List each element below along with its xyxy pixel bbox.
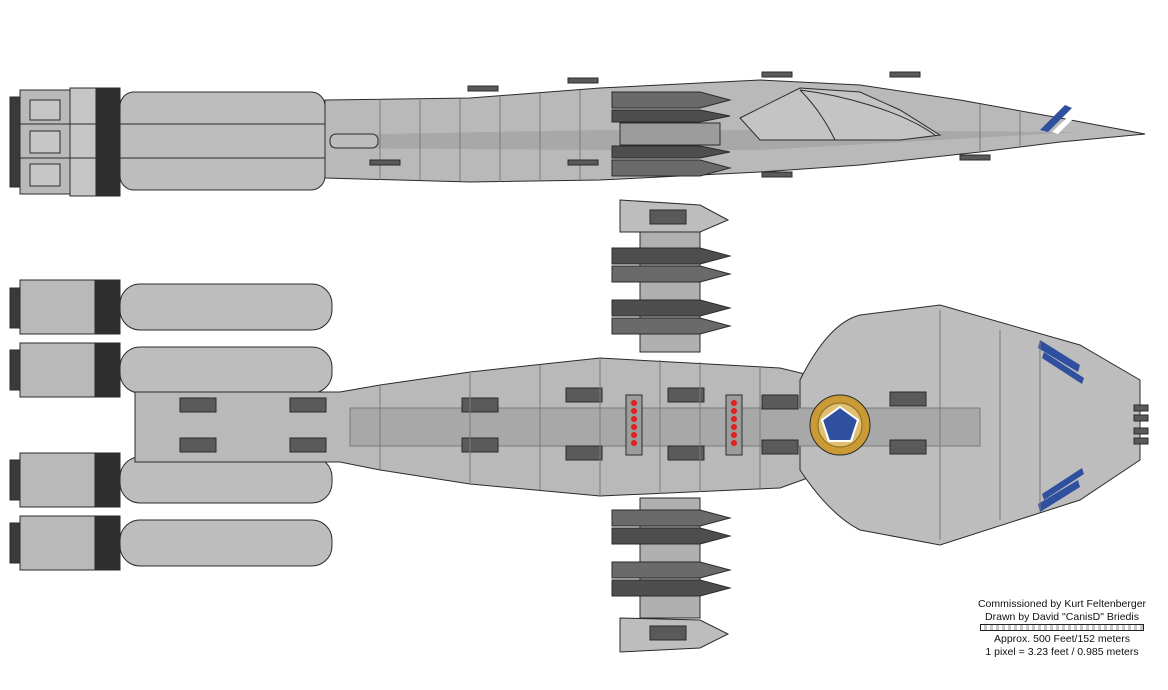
commissioned-credit: Commissioned by Kurt Feltenberger	[977, 598, 1147, 610]
credits-block: Commissioned by Kurt Feltenberger Drawn …	[962, 598, 1162, 658]
red-light-panel-right	[725, 394, 743, 456]
lower-missile-pylon	[611, 497, 732, 653]
top-turrets	[179, 387, 927, 461]
size-label: Approx. 500 Feet/152 meters	[994, 633, 1130, 645]
side-engine-cluster	[9, 87, 326, 197]
top-blue-stripe-upper	[1038, 340, 1080, 372]
side-blue-stripe	[1040, 105, 1072, 132]
upper-missile-pylon	[611, 199, 732, 353]
drawn-credit: Drawn by David "CanisD" Briedis	[985, 610, 1139, 623]
side-missile-rack	[611, 91, 732, 177]
top-engine-pods	[9, 279, 333, 571]
top-blue-stripe-lower	[1038, 480, 1080, 512]
scale-bar	[980, 624, 1144, 631]
top-view	[9, 199, 1149, 653]
emblem	[809, 394, 871, 456]
nose-guns	[1133, 404, 1149, 445]
scale-label: 1 pixel = 3.23 feet / 0.985 meters	[985, 645, 1139, 658]
side-bridge-canopy	[739, 87, 942, 141]
red-light-panel-left	[625, 394, 643, 456]
side-view	[9, 71, 1146, 197]
side-turrets	[369, 71, 991, 178]
